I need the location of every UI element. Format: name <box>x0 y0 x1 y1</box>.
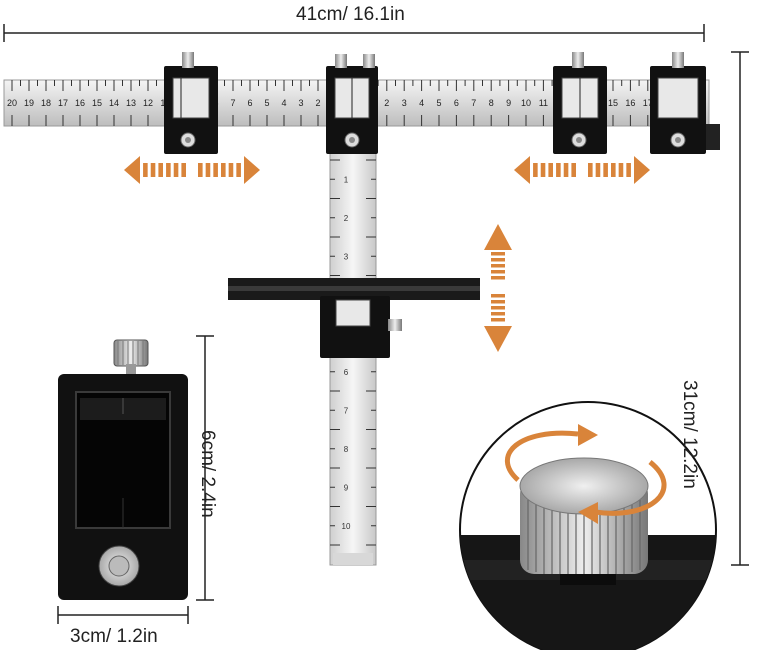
vertical-ruler-label: 8 <box>344 445 349 454</box>
knob-detail-circle <box>459 401 717 650</box>
ruler-label: 16 <box>75 98 85 108</box>
overall-width-label: 41cm/ 16.1in <box>296 4 405 25</box>
ruler-label: 12 <box>143 98 153 108</box>
ruler-label: 20 <box>7 98 17 108</box>
cross-bar <box>228 278 480 300</box>
horizontal-arrow-left-icon <box>514 156 576 184</box>
ruler-label: 5 <box>264 98 269 108</box>
ruler-label: 4 <box>281 98 286 108</box>
vertical-ruler-label: 7 <box>344 406 349 415</box>
right-slider-block <box>553 52 607 154</box>
ruler-label: 16 <box>625 98 635 108</box>
ruler-label: 7 <box>230 98 235 108</box>
ruler-label: 11 <box>539 98 548 108</box>
horizontal-arrow-right-icon <box>588 156 650 184</box>
ruler-label: 17 <box>643 98 653 108</box>
ruler-label: 14 <box>109 98 119 108</box>
ruler-label: 4 <box>419 98 424 108</box>
block-width-dimension-line <box>57 606 189 624</box>
center-slider-block <box>326 54 378 154</box>
ruler-label: 8 <box>489 98 494 108</box>
vertical-ruler-label: 6 <box>344 368 349 377</box>
ruler-label: 2 <box>384 98 389 108</box>
left-slider-block <box>164 52 218 154</box>
width-dimension-line <box>3 24 705 42</box>
ruler-label: 15 <box>608 98 618 108</box>
ruler-label: 15 <box>92 98 102 108</box>
height-dimension-line <box>731 51 749 566</box>
block-height-dimension-line <box>196 335 214 601</box>
rotate-arrow-icon <box>504 430 667 516</box>
ruler-label: 13 <box>126 98 136 108</box>
end-stop-block <box>650 52 720 154</box>
ruler-label: 3 <box>298 98 303 108</box>
vertical-clamp-block <box>320 296 402 358</box>
ruler-label: 19 <box>24 98 34 108</box>
ruler-label: 2 <box>315 98 320 108</box>
vertical-arrow-icon <box>484 224 512 352</box>
vertical-ruler-label: 2 <box>344 214 349 223</box>
detail-slider-block <box>58 339 188 600</box>
horizontal-arrow-left-icon <box>124 156 186 184</box>
ruler-label: 9 <box>506 98 511 108</box>
ruler-label: 10 <box>521 98 531 108</box>
ruler-label: 6 <box>247 98 252 108</box>
ruler-label: 18 <box>41 98 51 108</box>
ruler-label: 5 <box>436 98 441 108</box>
ruler-label: 17 <box>58 98 68 108</box>
ruler-label: 7 <box>471 98 476 108</box>
ruler-label: 6 <box>454 98 459 108</box>
vertical-ruler-label: 9 <box>344 483 349 492</box>
block-height-label: 6cm/ 2.4in <box>197 430 218 518</box>
vertical-ruler-label: 1 <box>344 175 349 184</box>
vertical-ruler-label: 3 <box>344 252 349 261</box>
horizontal-arrow-right-icon <box>198 156 260 184</box>
ruler-label: 3 <box>402 98 407 108</box>
overall-height-label: 31cm/ 12.2in <box>679 380 700 489</box>
vertical-ruler-label: 10 <box>342 522 351 531</box>
block-width-label: 3cm/ 1.2in <box>70 626 158 647</box>
